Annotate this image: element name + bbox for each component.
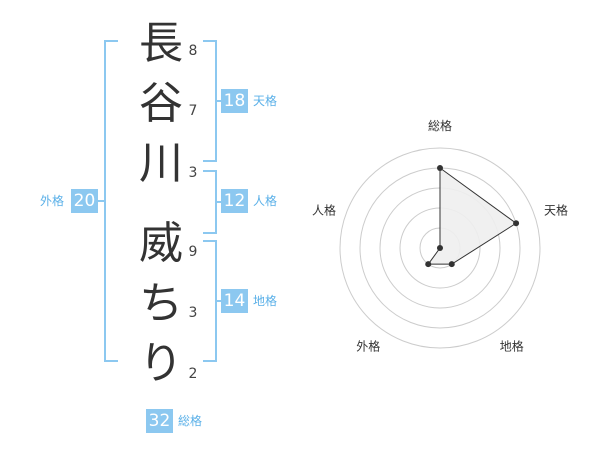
radar-point [437,165,443,171]
gaikaku-bracket [104,40,118,362]
radar-axis-label: 地格 [500,339,524,354]
chikaku-value: 14 [221,289,248,313]
stroke-count-2: 7 [188,103,198,119]
radar-axis-label: 天格 [544,202,568,217]
radar-axis-label: 外格 [356,339,380,354]
jinkaku-label: 人格 [253,194,278,208]
radar-point [513,220,520,227]
gaikaku-value: 20 [71,189,98,213]
tenkaku-value: 18 [221,89,248,113]
stroke-count-6: 2 [188,366,198,382]
radar-point [437,245,443,251]
chikaku-label: 地格 [253,294,278,308]
jinkaku-value: 12 [221,189,248,213]
stroke-count-1: 8 [188,43,198,59]
gaikaku-label: 外格 [40,194,65,208]
chikaku-connector [215,300,221,302]
tenkaku-connector [215,100,221,102]
radar-point [425,261,432,268]
soukaku-value: 32 [146,409,173,433]
tenkaku-label: 天格 [253,94,278,108]
name-char-5: ち [139,278,183,329]
radar-ring [339,147,541,349]
radar-axis-label: 人格 [312,202,336,217]
stroke-count-3: 3 [188,165,198,181]
stroke-count-4: 9 [188,244,198,260]
name-char-2: 谷 [139,78,183,129]
name-char-6: り [139,338,183,389]
gaikaku-connector [96,200,104,202]
soukaku-label: 総格 [178,414,203,428]
stroke-count-5: 3 [188,305,198,321]
jinkaku-connector [215,201,221,203]
radar-axis-label: 総格 [428,118,452,133]
radar-point [448,261,455,268]
name-char-3: 川 [139,138,183,189]
radar-value-area [427,167,517,265]
name-char-1: 長 [139,18,183,69]
name-char-4: 威 [139,218,183,269]
